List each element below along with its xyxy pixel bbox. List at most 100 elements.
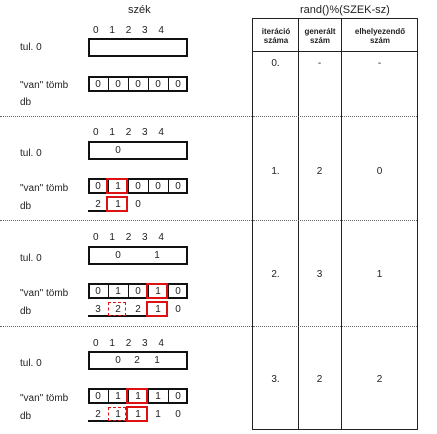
db-value: 1 (115, 199, 121, 210)
db-value: 1 (135, 409, 141, 420)
van-value: 0 (95, 391, 101, 402)
van-value: 1 (115, 286, 121, 297)
van-array-box (88, 283, 188, 299)
index-label: 1 (109, 127, 115, 138)
van-value: 1 (115, 181, 121, 192)
previous-highlight-box (108, 407, 126, 421)
van-value: 0 (115, 79, 121, 90)
index-row-2: 0 1 2 3 4 (93, 232, 164, 244)
van-label: "van" tömb (20, 80, 69, 91)
index-label: 4 (158, 232, 164, 243)
table-divider (298, 19, 299, 429)
array-divider (168, 180, 169, 192)
right-title: rand()%(SZEK-sz) (300, 4, 390, 16)
highlight-box (106, 196, 128, 212)
array-divider (108, 78, 109, 90)
highlight-box (146, 283, 168, 299)
array-divider (128, 78, 129, 90)
array-divider (168, 390, 169, 402)
db-value: 0 (135, 199, 141, 210)
section-separator (0, 326, 252, 327)
section-separator (0, 220, 252, 221)
results-table: iteráció száma generált szám elhelyezend… (252, 18, 418, 430)
tul-value: 2 (134, 355, 140, 366)
array-divider (108, 180, 109, 192)
db-value: 1 (115, 409, 121, 420)
iteration-cell: 1. (271, 166, 280, 177)
array-divider (168, 285, 169, 297)
table-divider (341, 19, 342, 429)
index-label: 1 (109, 338, 115, 349)
index-label: 2 (125, 127, 132, 138)
tul-label: tul. 0 (20, 148, 42, 159)
iteration-cell: 0. (271, 58, 280, 69)
generated-cell: 3 (316, 269, 323, 280)
placed-cell: 2 (376, 374, 383, 385)
index-label: 3 (142, 338, 148, 349)
db-value: 0 (175, 304, 181, 315)
van-value: 0 (175, 286, 181, 297)
tul-value: 0 (115, 145, 121, 156)
van-value: 0 (175, 181, 181, 192)
array-divider (128, 180, 129, 192)
tul-value: 1 (154, 355, 160, 366)
index-label: 0 (93, 232, 99, 243)
index-label: 0 (93, 25, 99, 36)
array-divider (168, 78, 169, 90)
tul-value: 0 (115, 355, 121, 366)
array-divider (128, 285, 129, 297)
tul-array-box (88, 351, 188, 370)
highlight-box (106, 178, 128, 194)
van-value: 0 (155, 181, 161, 192)
db-label: db (20, 306, 32, 317)
van-value: 1 (155, 286, 161, 297)
array-divider (148, 78, 149, 90)
placed-cell: 0 (376, 166, 383, 177)
van-value: 0 (175, 79, 181, 90)
index-label: 2 (125, 232, 132, 243)
van-value: 0 (155, 79, 161, 90)
tul-array-box (88, 246, 188, 265)
index-row-0: 0 1 2 3 4 (93, 25, 164, 37)
van-label: "van" tömb (20, 288, 69, 299)
tul-label: tul. 0 (20, 42, 42, 53)
generated-cell: 2 (316, 166, 323, 177)
row-separator (253, 220, 417, 221)
van-value: 1 (135, 391, 141, 402)
db-array (88, 406, 148, 422)
array-divider (148, 390, 149, 402)
db-value: 2 (115, 304, 121, 315)
index-label: 3 (142, 25, 148, 36)
previous-highlight-box (108, 302, 126, 316)
index-label: 3 (142, 232, 148, 243)
array-divider (148, 180, 149, 192)
van-array-box (88, 178, 188, 194)
highlight-box (146, 301, 168, 317)
van-label: "van" tömb (20, 183, 69, 194)
db-array (88, 301, 168, 317)
generated-cell: 2 (316, 374, 323, 385)
db-value: 2 (95, 409, 101, 420)
row-separator (253, 116, 417, 117)
db-label: db (20, 411, 32, 422)
table-header-generated: generált szám (304, 27, 336, 45)
db-value: 2 (95, 199, 101, 210)
van-value: 1 (115, 391, 121, 402)
row-separator (253, 326, 417, 327)
index-label: 3 (142, 127, 148, 138)
highlight-box (126, 406, 148, 422)
tul-array-box (88, 38, 188, 57)
tul-label: tul. 0 (20, 358, 42, 369)
van-value: 0 (175, 391, 181, 402)
array-divider (148, 285, 149, 297)
db-value: 1 (155, 304, 161, 315)
placed-cell: - (377, 58, 382, 69)
van-value: 0 (135, 79, 141, 90)
index-label: 2 (125, 338, 132, 349)
index-label: 1 (109, 232, 115, 243)
generated-cell: - (317, 58, 322, 69)
tul-value: 1 (154, 250, 160, 261)
db-label: db (20, 201, 32, 212)
db-value: 1 (155, 409, 161, 420)
index-label: 1 (109, 25, 115, 36)
